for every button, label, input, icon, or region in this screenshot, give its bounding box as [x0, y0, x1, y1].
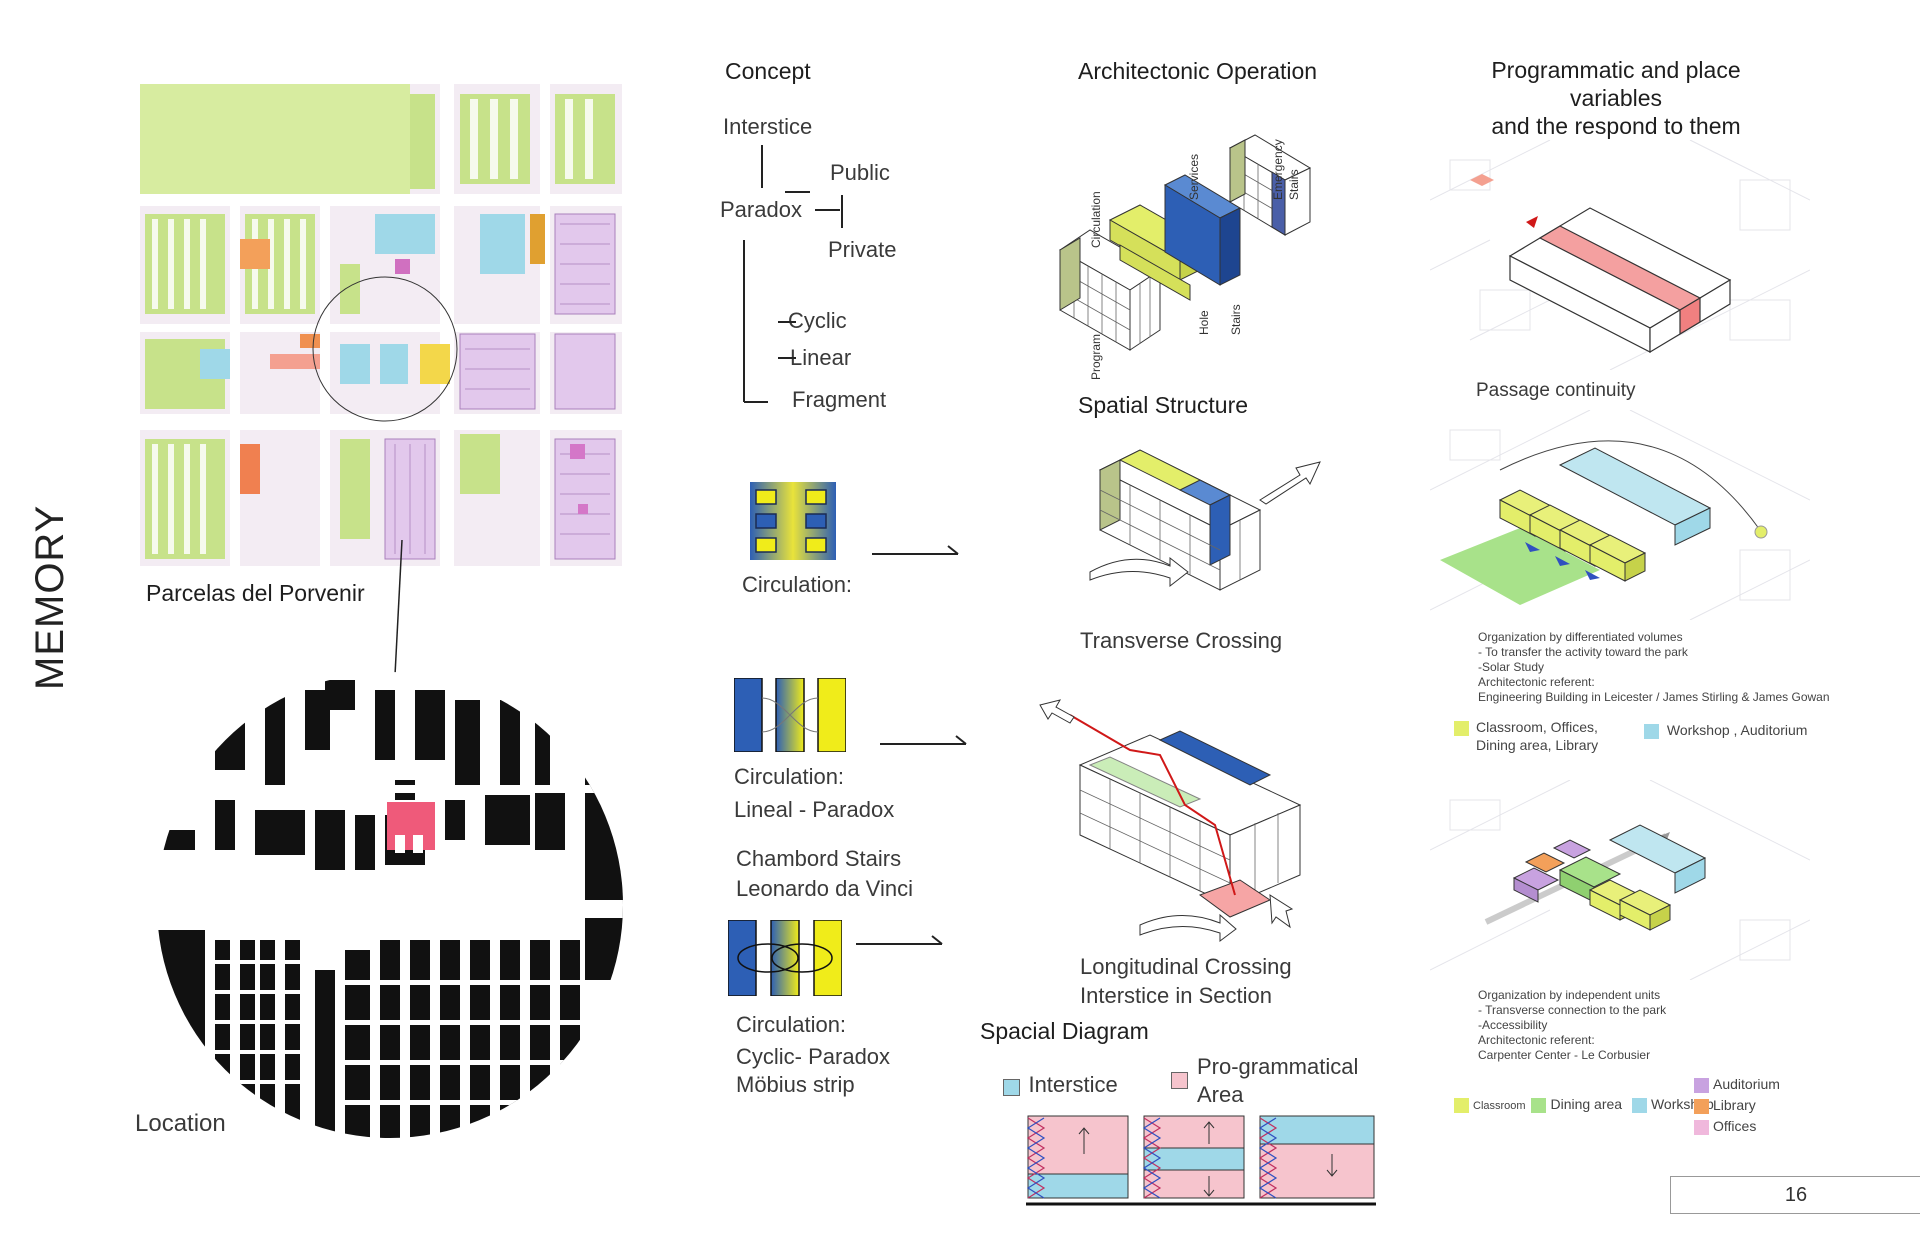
circulation-icon-1 [750, 482, 836, 560]
legend-offices: Offices [1694, 1116, 1780, 1137]
spacial-diagram-heading: Spacial Diagram [980, 1018, 1149, 1044]
notes-2: Organization by independent units - Tran… [1478, 988, 1666, 1063]
concept-linear: Linear [790, 345, 852, 370]
legend-2-row: Classroom Dining area Workshop [1454, 1096, 1714, 1113]
legend-workshop-swatch [1631, 1097, 1647, 1113]
transverse-axonometric [1089, 449, 1321, 591]
longitudinal-label-1: Longitudinal Crossing [1080, 954, 1292, 979]
interstice-label: Interstice [1028, 1072, 1118, 1097]
legend-program [1171, 1072, 1192, 1090]
arrow-3 [856, 935, 943, 945]
passage-diagram [1430, 140, 1810, 370]
volumes-diagram [1430, 410, 1810, 620]
label-program: Program [1089, 334, 1103, 380]
map-connector [394, 540, 403, 676]
legend-1b-swatch [1644, 723, 1659, 739]
longitudinal-axonometric [1039, 699, 1302, 942]
chambord-label-1: Chambord Stairs [736, 846, 902, 871]
legend-auditorium-swatch [1694, 1077, 1709, 1093]
units-diagram [1430, 780, 1810, 980]
label-services: Services [1187, 154, 1201, 200]
legend-library: Library [1694, 1095, 1780, 1116]
concept-heading: Concept [725, 58, 811, 84]
legend-1a [1454, 720, 1473, 738]
memory-label: MEMORY [28, 504, 72, 690]
notes-2-line-3: -Accessibility [1478, 1018, 1548, 1032]
concept-fragment: Fragment [792, 387, 887, 412]
notes-2-line-4: Architectonic referent: [1478, 1033, 1595, 1047]
notes-1-line-2: - To transfer the activity toward the pa… [1478, 645, 1688, 659]
legend-1a-text: Classroom, Offices, Dining area, Library [1476, 718, 1598, 754]
passage-label: Passage continuity [1476, 380, 1636, 401]
legend-offices-label: Offices [1713, 1118, 1757, 1134]
longitudinal-label-2: Interstice in Section [1080, 983, 1272, 1008]
interstice-swatch [1003, 1079, 1020, 1097]
label-emergency: Emergency [1271, 139, 1285, 200]
arrow-2 [880, 735, 967, 745]
programmatic-heading: Programmatic and place variables and the… [1446, 56, 1786, 140]
label-circulation: Circulation [1089, 191, 1103, 248]
legend-interstice: Interstice [1003, 1072, 1118, 1098]
label-stairs: Stairs [1229, 304, 1243, 335]
legend-1a-line-2: Dining area, Library [1476, 737, 1599, 753]
circulation-2-label-2: Lineal - Paradox [734, 797, 895, 822]
chambord-label-2: Leonardo da Vinci [736, 876, 913, 901]
site-map [140, 84, 622, 566]
map-caption: Parcelas del Porvenir [146, 580, 365, 606]
transverse-label: Transverse Crossing [1080, 628, 1283, 653]
notes-1: Organization by differentiated volumes -… [1478, 630, 1830, 705]
legend-classroom-label: Classroom [1473, 1100, 1526, 1112]
location-caption: Location [135, 1110, 226, 1137]
legend-2-column: Auditorium Library Offices [1694, 1074, 1780, 1137]
legend-auditorium-label: Auditorium [1713, 1076, 1780, 1092]
legend-1a-swatch [1454, 721, 1469, 737]
notes-2-line-5: Carpenter Center - Le Corbusier [1478, 1048, 1651, 1062]
programmatic-heading-line-2: and the respond to them [1491, 113, 1741, 139]
legend-1b-label: Workshop , Auditorium [1666, 722, 1808, 738]
concept-cyclic: Cyclic [788, 308, 847, 333]
concept-interstice: Interstice [723, 114, 813, 139]
program-label-1: Pro-grammatical [1197, 1054, 1359, 1079]
notes-2-line-2: - Transverse connection to the park [1478, 1003, 1667, 1017]
exploded-axonometric: Circulation Services Emergency Stairs Pr… [1059, 134, 1312, 380]
arrow-1 [872, 545, 959, 555]
notes-2-line-1: Organization by independent units [1478, 988, 1661, 1002]
circulation-3-label-1: Circulation: [736, 1012, 847, 1037]
legend-1a-line-1: Classroom, Offices, [1476, 719, 1598, 735]
programmatic-heading-line-1: Programmatic and place variables [1491, 57, 1741, 111]
legend-dining-swatch [1531, 1097, 1547, 1113]
legend-auditorium: Auditorium [1694, 1074, 1780, 1095]
location-figure-ground [157, 672, 623, 1138]
legend-library-swatch [1694, 1098, 1709, 1114]
legend-classroom-swatch [1454, 1097, 1469, 1113]
circulation-2-label-1: Circulation: [734, 764, 845, 789]
legend-dining-label: Dining area [1550, 1096, 1623, 1112]
circulation-3-label-3: Möbius strip [736, 1072, 855, 1097]
label-hole: Hole [1197, 310, 1211, 335]
concept-private: Private [828, 237, 897, 262]
legend-1b: Workshop , Auditorium [1644, 722, 1807, 739]
concept-paradox: Paradox [720, 197, 802, 222]
notes-1-line-5: Engineering Building in Leicester / Jame… [1478, 690, 1830, 704]
notes-1-line-4: Architectonic referent: [1478, 675, 1595, 689]
notes-1-line-3: -Solar Study [1478, 660, 1545, 674]
page-number: 16 [1670, 1176, 1920, 1214]
circulation-1-label: Circulation: [742, 572, 853, 597]
program-label-2: Area [1197, 1082, 1244, 1107]
legend-offices-swatch [1694, 1119, 1709, 1135]
legend-library-label: Library [1713, 1097, 1756, 1113]
circulation-icon-3 [728, 920, 842, 996]
spacial-diagram [1026, 1115, 1376, 1206]
circulation-3-label-2: Cyclic- Paradox [736, 1044, 891, 1069]
notes-1-line-1: Organization by differentiated volumes [1478, 630, 1683, 644]
label-emergency-stairs: Stairs [1287, 169, 1301, 200]
concept-public: Public [830, 160, 890, 185]
circulation-icon-2 [734, 678, 846, 752]
concept-tree-lines [743, 145, 843, 403]
architectonic-heading: Architectonic Operation [1078, 58, 1318, 84]
spatial-heading: Spatial Structure [1078, 392, 1249, 418]
program-swatch [1171, 1072, 1188, 1090]
